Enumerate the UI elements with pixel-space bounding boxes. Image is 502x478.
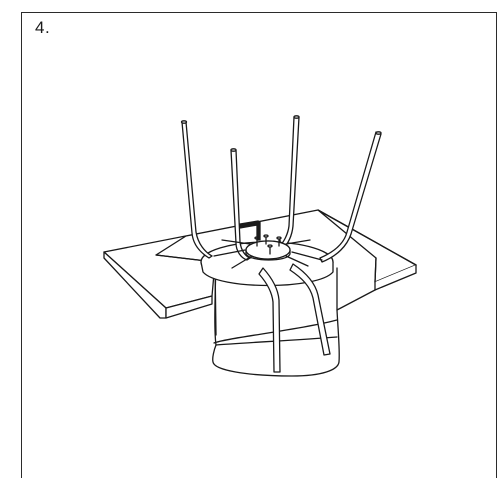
leg-far-right (319, 131, 382, 263)
stool-legs (180, 115, 382, 373)
table-top (103, 209, 417, 336)
leg-front-right (289, 263, 331, 356)
step-number: 4. (35, 18, 51, 37)
screw (276, 236, 282, 247)
step-frame (21, 12, 497, 478)
allen-key-icon (239, 220, 261, 241)
screw (263, 234, 269, 245)
leg-front-left (258, 267, 281, 373)
leg-back-right (278, 116, 300, 251)
screw (267, 244, 273, 255)
leg-back-left (181, 121, 213, 259)
